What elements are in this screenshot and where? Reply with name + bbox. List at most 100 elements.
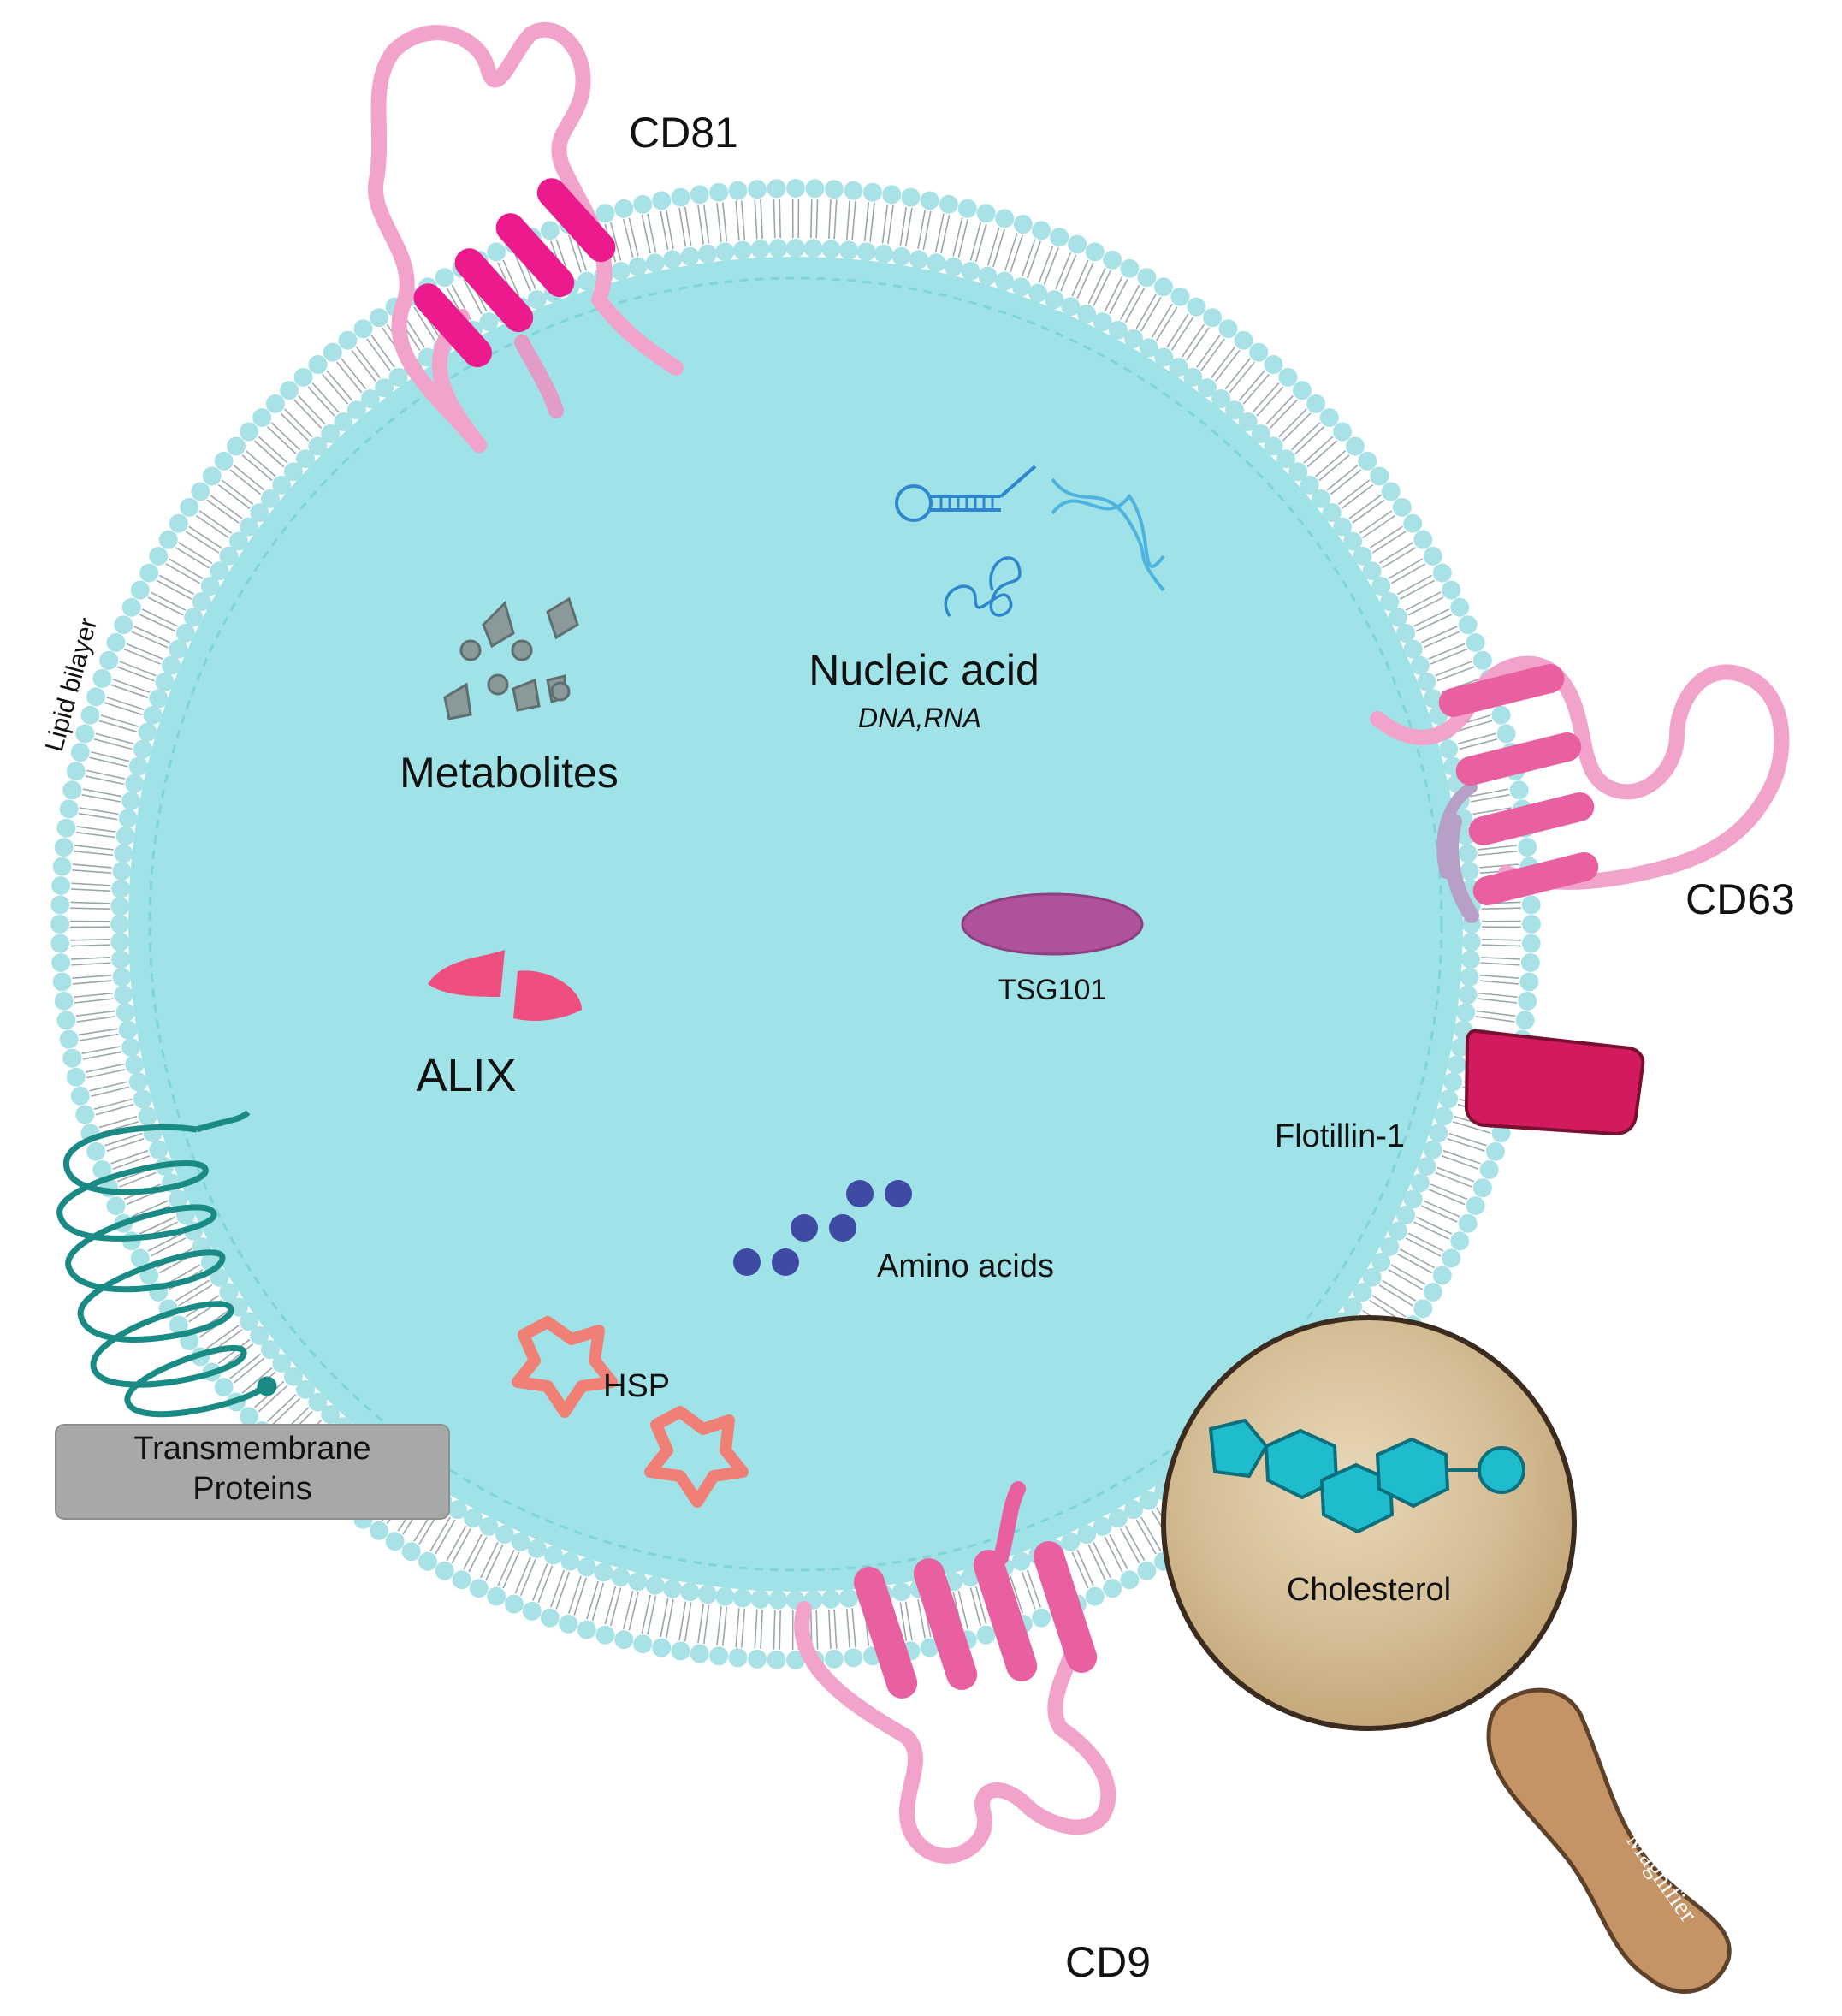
lipid-head bbox=[544, 1546, 563, 1565]
lipid-tail bbox=[74, 845, 114, 850]
transmembrane-label-line1: Transmembrane bbox=[133, 1431, 370, 1467]
lipid-head bbox=[110, 933, 129, 952]
lipid-head bbox=[505, 1595, 524, 1614]
lipid-tail bbox=[685, 1603, 691, 1641]
lipid-tail bbox=[834, 1610, 837, 1649]
lipid-head bbox=[1460, 968, 1479, 987]
lipid-head bbox=[240, 1407, 258, 1426]
lipid-tail bbox=[271, 423, 299, 450]
lipid-tail bbox=[811, 199, 812, 238]
lipid-tail bbox=[327, 371, 352, 400]
lipid-head bbox=[652, 191, 671, 210]
lipid-tail bbox=[117, 667, 154, 680]
lipid-head bbox=[1014, 215, 1033, 234]
lipid-tail bbox=[1056, 252, 1070, 289]
lipid-head bbox=[528, 290, 547, 309]
lipid-head bbox=[733, 240, 752, 259]
lipid-head bbox=[680, 1582, 699, 1601]
lipid-head bbox=[402, 1542, 421, 1561]
lipid-tail bbox=[94, 1099, 132, 1109]
lipid-head bbox=[133, 740, 152, 759]
lipid-tail bbox=[698, 1604, 703, 1644]
lipid-tail bbox=[73, 981, 112, 984]
lipid-head bbox=[116, 1003, 135, 1022]
lipid-head bbox=[129, 757, 148, 776]
lipid-head bbox=[1473, 1178, 1492, 1197]
lipid-tail bbox=[888, 205, 893, 245]
lipid-head bbox=[729, 1648, 748, 1667]
lipid-tail bbox=[246, 451, 275, 477]
lipid-tail bbox=[1449, 1134, 1487, 1146]
lipid-head bbox=[748, 180, 767, 199]
lipid-head bbox=[110, 897, 129, 916]
lipid-head bbox=[1103, 1579, 1122, 1598]
lipid-head bbox=[144, 706, 163, 725]
lipid-head bbox=[1473, 651, 1492, 670]
lipid-tail bbox=[1478, 999, 1517, 1003]
lipid-head bbox=[56, 819, 75, 838]
lipid-head bbox=[1170, 288, 1189, 306]
lipid-tail bbox=[976, 224, 986, 262]
lipid-head bbox=[1028, 283, 1047, 302]
lipid-head bbox=[56, 1011, 75, 1029]
lipid-head bbox=[53, 857, 72, 876]
lipid-tail bbox=[679, 1602, 685, 1640]
lipid-tail bbox=[870, 203, 874, 242]
lipid-tail bbox=[1010, 235, 1022, 273]
lipid-head bbox=[1521, 953, 1540, 972]
lipid-tail bbox=[71, 883, 110, 886]
lipid-tail bbox=[816, 199, 817, 238]
lipid-head bbox=[110, 915, 129, 934]
lipid-tail bbox=[704, 205, 709, 244]
lipid-tail bbox=[73, 864, 112, 868]
lipid-tail bbox=[1477, 1011, 1516, 1017]
lipid-head bbox=[1249, 343, 1268, 362]
cd81-label: CD81 bbox=[629, 109, 738, 157]
lipid-tail bbox=[308, 387, 335, 416]
lipid-tail bbox=[96, 733, 133, 744]
lipid-head bbox=[435, 1562, 454, 1580]
lipid-head bbox=[1459, 1214, 1478, 1233]
lipid-head bbox=[62, 1049, 81, 1068]
lipid-tail bbox=[70, 908, 110, 909]
lipid-head bbox=[786, 239, 805, 258]
lipid-head bbox=[50, 895, 69, 914]
lipid-head bbox=[122, 598, 141, 617]
lipid-head bbox=[646, 253, 665, 272]
lipid-head bbox=[112, 862, 131, 881]
lipid-head bbox=[51, 953, 70, 972]
lipid-head bbox=[1439, 740, 1458, 759]
lipid-head bbox=[67, 1068, 86, 1087]
lipid-head bbox=[1187, 298, 1205, 317]
lipid-head bbox=[857, 242, 876, 261]
lipid-head bbox=[892, 1582, 911, 1601]
lipid-tail bbox=[1229, 362, 1254, 393]
lipid-head bbox=[839, 240, 858, 259]
lipid-head bbox=[825, 180, 844, 199]
lipid-tail bbox=[852, 201, 856, 240]
lipid-tail bbox=[299, 396, 326, 424]
lipid-tail bbox=[666, 1599, 673, 1638]
lipid-head bbox=[1442, 581, 1460, 600]
lipid-tail bbox=[521, 1559, 536, 1596]
lipid-head bbox=[663, 1580, 682, 1598]
lipid-head bbox=[1424, 547, 1442, 566]
lipid-tail bbox=[1443, 1151, 1480, 1164]
lipid-head bbox=[1516, 1011, 1535, 1029]
lipid-head bbox=[1370, 466, 1389, 485]
lipid-tail bbox=[71, 958, 110, 959]
lipid-tail bbox=[111, 685, 148, 697]
lipid-tail bbox=[281, 413, 309, 441]
lipid-head bbox=[191, 483, 210, 501]
lipid-head bbox=[169, 514, 188, 533]
lipid-head bbox=[114, 986, 133, 1005]
lipid-tail bbox=[94, 739, 132, 750]
lipid-head bbox=[1433, 564, 1452, 583]
lipid-tail bbox=[1005, 233, 1017, 270]
lipid-head bbox=[909, 250, 928, 269]
lipid-tail bbox=[1481, 963, 1520, 965]
lipid-tail bbox=[99, 1117, 137, 1128]
lipid-tail bbox=[1243, 374, 1269, 404]
lipid-head bbox=[1393, 498, 1412, 517]
lipid-head bbox=[215, 1378, 234, 1396]
